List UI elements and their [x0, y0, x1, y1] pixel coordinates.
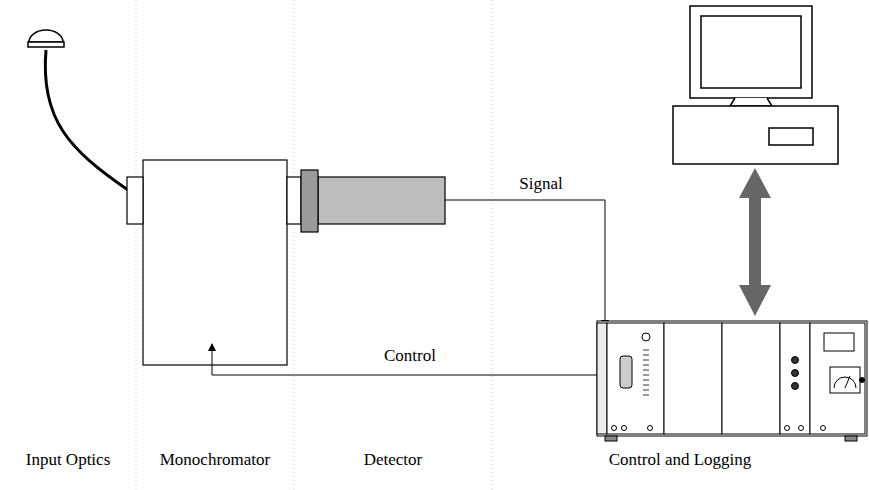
detector — [301, 170, 445, 232]
signal-label: Signal — [519, 174, 562, 194]
control-label: Control — [384, 346, 436, 366]
monochromator — [127, 160, 301, 365]
signal-line — [445, 200, 605, 327]
column-label: Control and Logging — [609, 450, 752, 470]
computer — [673, 6, 838, 164]
led-bar — [643, 350, 649, 395]
column-label: Input Optics — [26, 450, 111, 470]
data-link-arrow — [739, 168, 771, 316]
input-optics — [28, 30, 128, 190]
control-rack — [597, 321, 867, 441]
column-separators — [136, 0, 492, 490]
control-line — [212, 344, 610, 375]
column-label: Monochromator — [160, 450, 270, 470]
column-label: Detector — [364, 450, 423, 470]
